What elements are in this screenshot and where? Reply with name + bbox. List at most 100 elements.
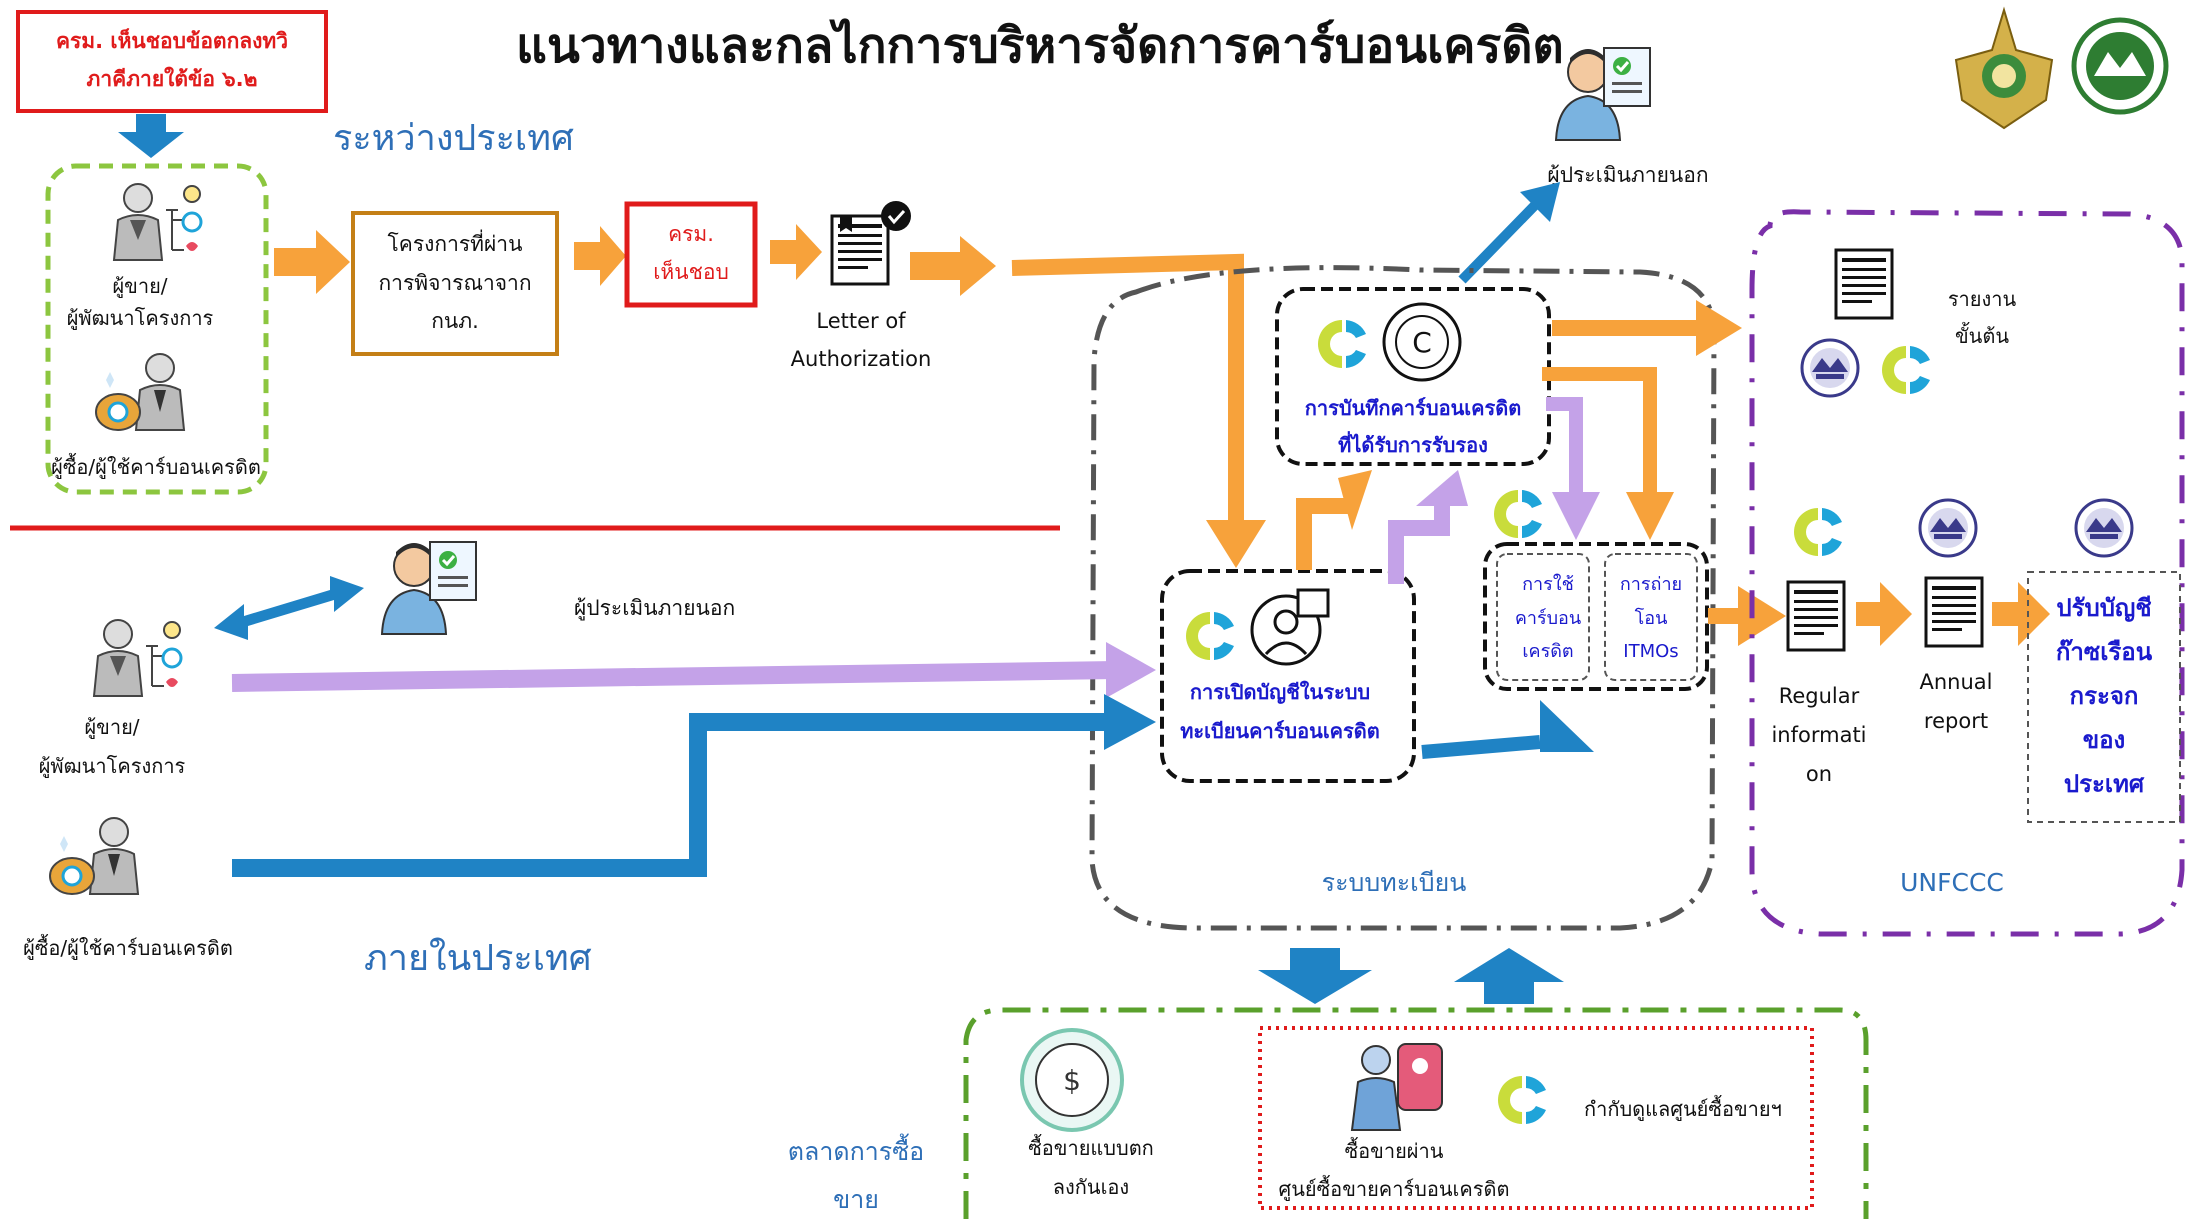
- arrow-annual-to-adjustment: [1992, 582, 2050, 646]
- cabinet-note-box: [16, 10, 328, 113]
- dom-buyer-label: ผู้ซื้อ/ผู้ใช้คาร์บอนเครดิต: [23, 934, 233, 961]
- supervise-label: กำกับดูแลศูนย์ซื้อขายฯ: [1584, 1095, 1782, 1122]
- arrow-buyer-to-account-head: [1104, 694, 1156, 750]
- account-user-icon: [1250, 588, 1330, 666]
- svg-text:$: $: [1063, 1064, 1081, 1097]
- intl-buyer-label: ผู้ซื้อ/ผู้ใช้คาร์บอนเครดิต: [51, 453, 261, 480]
- top-assessor-label: ผู้ประเมินภายนอก: [1547, 163, 1708, 188]
- dom-seller-icon: [92, 618, 183, 698]
- dom-assessor-label: ผู้ประเมินภายนอก: [574, 596, 735, 621]
- arrow-seller-assessor-double: [214, 576, 364, 640]
- use-c-logo-icon: [1494, 490, 1542, 538]
- arrow-registry-to-assessor: [1458, 196, 1544, 284]
- arrow-seller-to-account-head: [1106, 642, 1156, 698]
- arrow-record-to-initial-report-head: [1696, 300, 1742, 356]
- international-heading: ระหว่างประเทศ: [333, 118, 574, 159]
- arrow-loa-to-account-head: [1206, 520, 1266, 568]
- intl-seller-line2: ผู้พัฒนาโครงการ: [67, 306, 214, 331]
- registry-label: ระบบทะเบียน: [1322, 868, 1467, 897]
- transfer-line1: การถ่าย: [1620, 574, 1682, 595]
- account-line2: ทะเบียนคาร์บอนเครดิต: [1180, 719, 1380, 743]
- arrow-account-to-use-head: [1540, 700, 1594, 752]
- arrow-loa-out: [910, 236, 996, 296]
- arrow-account-to-record-orange: [1296, 498, 1350, 570]
- cabinet-box-line1: ครม.: [668, 222, 714, 246]
- regular-c-logo-icon: [1794, 508, 1842, 556]
- exchange-line2: ศูนย์ซื้อขายคาร์บอนเครดิต: [1279, 1175, 1510, 1202]
- adjustment-line4: ของ: [2083, 726, 2126, 754]
- arrow-regular-to-annual: [1856, 582, 1912, 646]
- intl-seller-line1: ผู้ขาย/: [112, 274, 167, 299]
- arrow-cabinet-to-loa: [770, 224, 822, 280]
- otc-line1: ซื้อขายแบบตก: [1028, 1134, 1154, 1160]
- arrow-record-to-transfer: [1542, 367, 1657, 500]
- page-title: แนวทางและกลไกการบริหารจัดการคาร์บอนเครดิ…: [516, 17, 1564, 74]
- intl-buyer-icon: [94, 352, 186, 432]
- arrow-registry-to-market: [1258, 948, 1372, 1004]
- letter-of-authorization-icon: [830, 201, 911, 286]
- otc-line2: ลงกันเอง: [1053, 1175, 1129, 1199]
- annual-line2: report: [1924, 709, 1988, 733]
- registry-box: [1089, 265, 1717, 931]
- adjustment-line1: ปรับบัญชี: [2056, 594, 2151, 622]
- department-logo-icon: [2071, 17, 2169, 115]
- regular-line1: Regular: [1779, 684, 1860, 708]
- arrow-account-to-record-purple: [1388, 496, 1450, 584]
- cabinet-note-line1: ครม. เห็นชอบข้อตกลงทวิ: [56, 27, 288, 53]
- dom-seller-line2: ผู้พัฒนาโครงการ: [39, 754, 186, 779]
- regular-line2: informati: [1771, 723, 1866, 747]
- arrow-seller-to-account: [231, 661, 1117, 692]
- project-box-line3: กนภ.: [431, 309, 479, 333]
- down-arrow-cabinet: [118, 114, 184, 158]
- annual-doc-icon: [1924, 576, 1984, 648]
- unfccc-box: [1749, 209, 2185, 937]
- initial-report-line1: รายงาน: [1948, 287, 2017, 311]
- arrow-record-to-transfer-head: [1626, 492, 1674, 540]
- arrow-project-to-cabinet: [574, 226, 626, 286]
- intl-seller-icon: [112, 182, 203, 262]
- adjustment-box: [2027, 571, 2181, 823]
- loa-line1: Letter of: [816, 309, 906, 333]
- ministry-emblem-icon: [1954, 6, 2054, 130]
- arrow-actors-to-project: [274, 230, 350, 294]
- domestic-heading: ภายในประเทศ: [364, 937, 592, 979]
- transfer-line3: ITMOs: [1623, 641, 1678, 662]
- arrow-account-to-record-orange-head: [1338, 470, 1372, 530]
- record-line1: การบันทึกคาร์บอนเครดิต: [1305, 396, 1521, 420]
- market-label-line1: ตลาดการซื้อ: [788, 1133, 924, 1166]
- use-line2: คาร์บอน: [1515, 608, 1581, 629]
- initial-report-c-logo-icon: [1882, 346, 1930, 394]
- arrow-account-to-record-purple-head: [1416, 470, 1468, 506]
- dom-buyer-icon: [48, 816, 140, 896]
- supervise-c-logo-icon: [1498, 1076, 1546, 1124]
- record-line2: ที่ได้รับการรับรอง: [1338, 430, 1488, 457]
- cabinet-note-line2: ภาคีภายใต้ข้อ ๖.๒: [87, 66, 258, 91]
- arrow-loa-to-account: [1011, 253, 1244, 526]
- otc-trade-icon: $: [1020, 1028, 1124, 1132]
- annual-line1: Annual: [1920, 670, 1993, 694]
- adjustment-line3: กระจก: [2070, 682, 2139, 710]
- adjustment-line2: ก๊าซเรือน: [2056, 638, 2153, 666]
- initial-report-line2: ขั้นต้น: [1955, 322, 2009, 348]
- market-label-line2: ขาย: [833, 1185, 879, 1214]
- transfer-line2: โอน: [1635, 607, 1668, 629]
- arrow-account-to-use: [1421, 735, 1541, 759]
- use-transfer-box: [1483, 542, 1709, 691]
- arrow-buyer-to-account: [232, 713, 1114, 877]
- project-box-line2: การพิจารณาจาก: [378, 271, 531, 295]
- project-box: [351, 211, 559, 356]
- arrow-record-to-use-head: [1552, 492, 1600, 540]
- transfer-box: [1604, 553, 1698, 681]
- loa-line2: Authorization: [791, 347, 932, 371]
- arrow-market-to-registry: [1454, 948, 1564, 1004]
- project-box-line1: โครงการที่ผ่าน: [388, 229, 523, 256]
- exchange-box: [1258, 1026, 1814, 1210]
- dom-seller-line1: ผู้ขาย/: [84, 715, 139, 740]
- cabinet-box-line2: เห็นชอบ: [653, 258, 729, 284]
- svg-text:C: C: [1412, 326, 1432, 359]
- arrow-record-to-use: [1546, 397, 1583, 500]
- arrow-registry-to-assessor-head: [1520, 182, 1560, 222]
- market-box: [963, 1007, 1869, 1219]
- exchange-trader-icon: [1350, 1043, 1443, 1131]
